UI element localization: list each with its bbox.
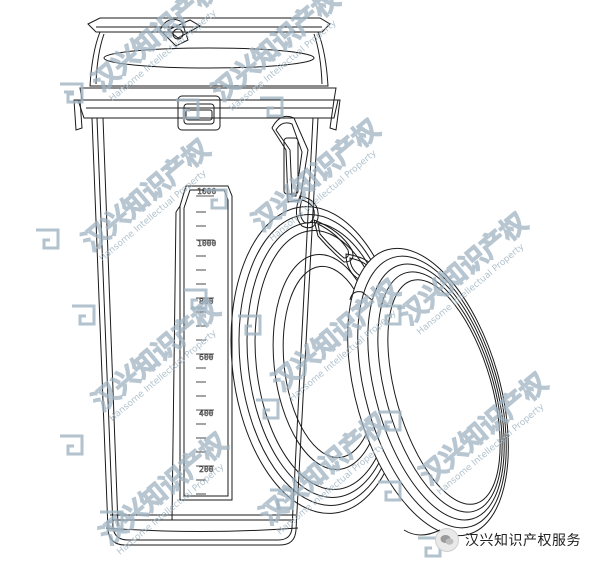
container-lid <box>73 17 341 131</box>
graduation-label: 200 <box>199 465 214 474</box>
hansome-logo-icon <box>36 82 442 558</box>
measurement-window <box>171 185 233 521</box>
graduation-label: 600 <box>199 353 214 362</box>
watermark-text: 汉兴知识产权 <box>207 0 346 108</box>
graduation-label: 400 <box>199 409 214 418</box>
container-body <box>91 117 319 546</box>
footer-text: 汉兴知识产权服务 <box>465 533 581 549</box>
ring-lid-front <box>347 247 509 537</box>
watermark-text: 汉兴知识产权 <box>77 134 216 257</box>
footer-badge: 汉兴知识产权服务 <box>435 528 581 552</box>
graduation-label: 1000 <box>197 239 216 248</box>
wechat-icon <box>435 528 459 552</box>
watermark-text: 汉兴知识产权 <box>247 114 386 237</box>
